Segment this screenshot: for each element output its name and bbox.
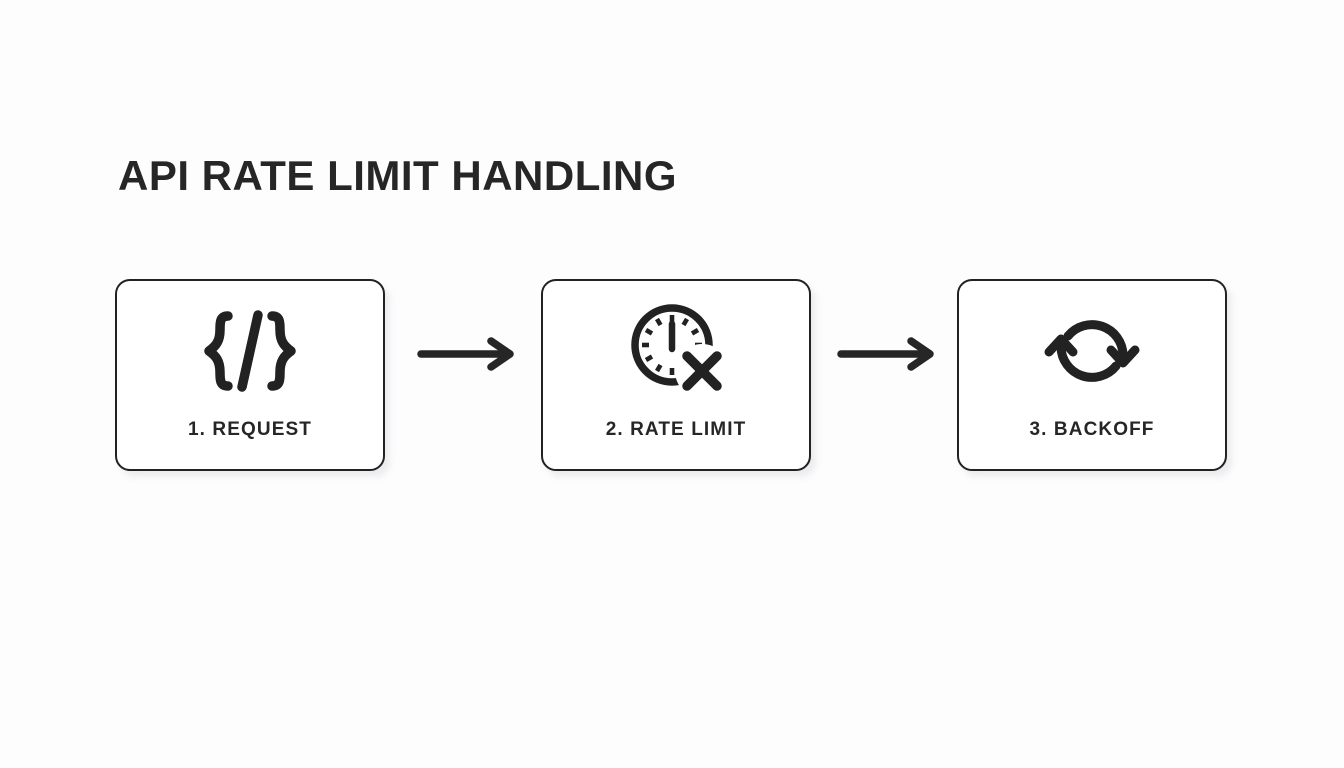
refresh-retry-icon xyxy=(959,301,1225,401)
step-card-rate-limit[interactable]: 2. RATE LIMIT xyxy=(541,279,811,471)
step-card-label: 3. BACKOFF xyxy=(1029,419,1155,440)
page-title: API RATE LIMIT HANDLING xyxy=(118,152,678,199)
step-card-backoff[interactable]: 3. BACKOFF xyxy=(957,279,1227,471)
arrow-right-icon xyxy=(415,334,525,374)
step-card-label: 1. REQUEST xyxy=(188,419,312,440)
clock-error-icon xyxy=(543,301,809,401)
step-card-request[interactable]: 1. REQUEST xyxy=(115,279,385,471)
arrow-right-icon xyxy=(835,334,945,374)
flow-row: 1. REQUEST xyxy=(0,279,1344,471)
code-braces-icon xyxy=(117,301,383,401)
step-card-label: 2. RATE LIMIT xyxy=(605,419,747,440)
